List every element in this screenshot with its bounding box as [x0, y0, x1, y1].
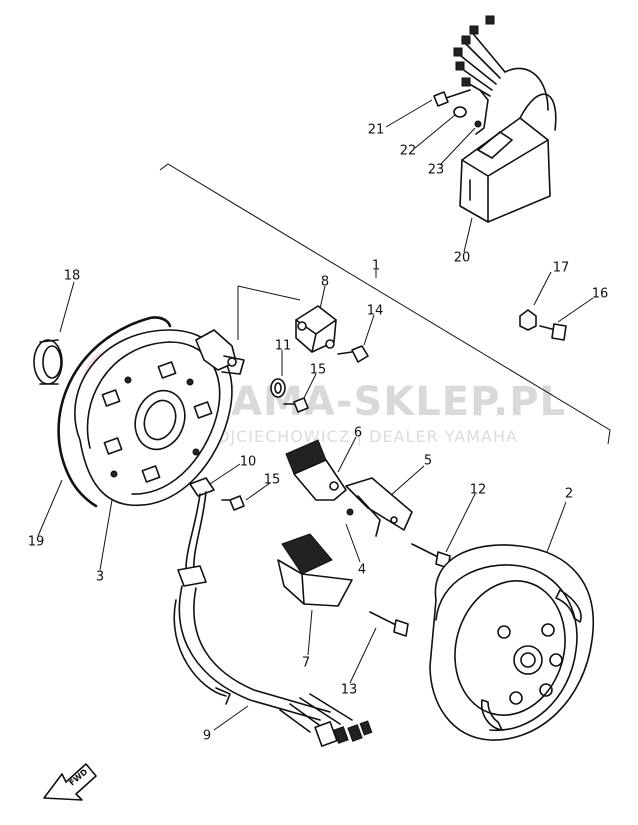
callout-14: 14 [367, 304, 384, 319]
wire-harness [173, 477, 373, 747]
grommet [270, 378, 286, 398]
screw-15-lower [221, 495, 245, 511]
screw-14 [337, 345, 369, 363]
callout-19: 19 [28, 535, 45, 550]
callout-15-upper: 15 [310, 363, 327, 378]
cdi-unit [453, 15, 557, 223]
pickup-coil [237, 285, 337, 353]
callout-17: 17 [553, 261, 570, 276]
o-ring [57, 316, 172, 508]
bolt-12 [411, 543, 451, 569]
callout-18: 18 [64, 269, 81, 284]
rotor-fasteners [519, 309, 567, 341]
callout-6: 6 [354, 426, 362, 441]
callout-12: 12 [470, 483, 487, 498]
leader-lines [37, 99, 594, 731]
cdi-fasteners [433, 89, 482, 128]
callout-5: 5 [424, 454, 432, 469]
callout-23: 23 [428, 163, 445, 178]
bolt-13 [369, 611, 409, 637]
callout-11: 11 [275, 339, 292, 354]
assembly-bracket [159, 163, 611, 445]
callout-1: 1 [372, 259, 380, 274]
lighting-coil-7 [277, 533, 353, 607]
flywheel-rotor [429, 544, 594, 741]
coil-bracket [345, 477, 413, 537]
callout-13: 13 [341, 683, 358, 698]
watermark-brand: YAMA-SKLEP.PL [204, 379, 566, 425]
front-arrow: FWD [43, 763, 97, 801]
callout-8: 8 [321, 275, 329, 290]
oil-seal [33, 339, 63, 385]
callout-15-lower: 15 [264, 473, 281, 488]
callout-3: 3 [96, 570, 104, 585]
watermark-subtitle: WOJCIECHOWICZ | DEALER YAMAHA [200, 427, 518, 446]
callout-22: 22 [400, 144, 417, 159]
callout-20: 20 [454, 251, 471, 266]
callout-9: 9 [203, 729, 211, 744]
callouts: 1 2 3 4 5 6 7 8 9 10 11 12 13 14 15 15 1… [28, 123, 609, 744]
callout-10: 10 [240, 455, 257, 470]
stator-plate [74, 329, 245, 507]
callout-2: 2 [565, 487, 573, 502]
callout-4: 4 [358, 563, 366, 578]
callout-21: 21 [368, 123, 385, 138]
screw-15-upper [283, 397, 309, 413]
charge-coil-6 [285, 439, 347, 501]
callout-7: 7 [302, 656, 310, 671]
callout-16: 16 [592, 287, 609, 302]
